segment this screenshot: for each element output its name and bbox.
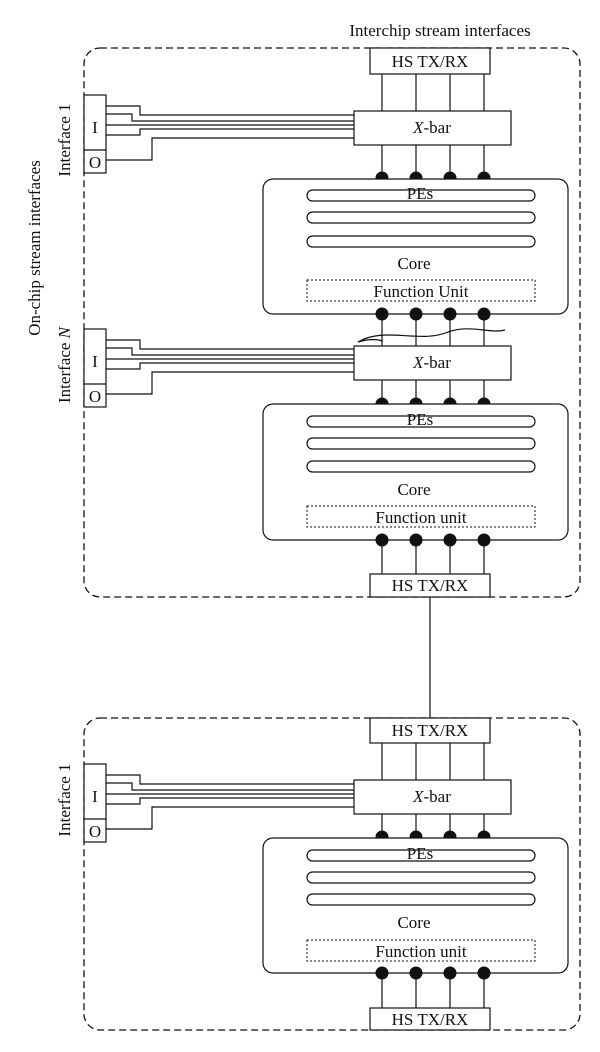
input-label: I bbox=[92, 787, 98, 806]
xbar-3: X-bar bbox=[353, 779, 512, 815]
input-label: I bbox=[92, 118, 98, 137]
chip-1-hs-top: HS TX/RX bbox=[369, 47, 491, 75]
core-label: Core bbox=[397, 254, 430, 273]
xbar-label: X-bar bbox=[412, 787, 451, 806]
hs-label: HS TX/RX bbox=[392, 52, 469, 71]
interchip-label: Interchip stream interfaces bbox=[349, 21, 530, 40]
chip-1-hs-bottom: HS TX/RX bbox=[369, 573, 491, 598]
pes-label: PEs bbox=[407, 844, 433, 863]
chip-2-hs-top: HS TX/RX bbox=[369, 717, 491, 744]
output-label: O bbox=[89, 822, 101, 841]
pes-label: PEs bbox=[407, 410, 433, 429]
interface-1-label: Interface 1 bbox=[55, 103, 74, 176]
core-label: Core bbox=[397, 913, 430, 932]
chip-2-interface-1-label: Interface 1 bbox=[55, 763, 74, 836]
chip-1-boundary bbox=[83, 47, 581, 598]
core-3: PEs Core Function unit bbox=[262, 837, 569, 974]
chip-2-boundary bbox=[83, 717, 581, 1031]
chip-2-hs-bottom: HS TX/RX bbox=[369, 1007, 491, 1031]
function-unit-label: Function Unit bbox=[374, 282, 469, 301]
core-2: PEs Core Function unit bbox=[262, 403, 569, 541]
pes-label: PEs bbox=[407, 184, 433, 203]
function-unit-label: Function unit bbox=[375, 508, 466, 527]
core-1: PEs Core Function Unit bbox=[262, 178, 569, 315]
function-unit-label: Function unit bbox=[375, 942, 466, 961]
xbar-1: X-bar bbox=[353, 110, 512, 146]
input-label: I bbox=[92, 352, 98, 371]
hs-label: HS TX/RX bbox=[392, 1010, 469, 1029]
xbar-1-core-links bbox=[375, 145, 491, 185]
hs-label: HS TX/RX bbox=[392, 576, 469, 595]
io-box-interface-1: I O bbox=[83, 94, 107, 174]
onchip-label: On-chip stream interfaces bbox=[25, 160, 44, 336]
io-box-chip-2-interface-1: I O bbox=[83, 763, 107, 843]
xbar-2: X-bar bbox=[353, 345, 512, 381]
hs-label: HS TX/RX bbox=[392, 721, 469, 740]
xbar-label: X-bar bbox=[412, 118, 451, 137]
core-2-out-links bbox=[375, 533, 491, 574]
core-3-out-links bbox=[375, 966, 491, 1008]
interface-n-label: Interface N bbox=[55, 325, 74, 403]
core-1-out-links bbox=[357, 307, 506, 350]
xbar-label: X-bar bbox=[412, 353, 451, 372]
output-label: O bbox=[89, 153, 101, 172]
core-label: Core bbox=[397, 480, 430, 499]
io-box-interface-n: I O bbox=[83, 328, 107, 408]
output-label: O bbox=[89, 387, 101, 406]
